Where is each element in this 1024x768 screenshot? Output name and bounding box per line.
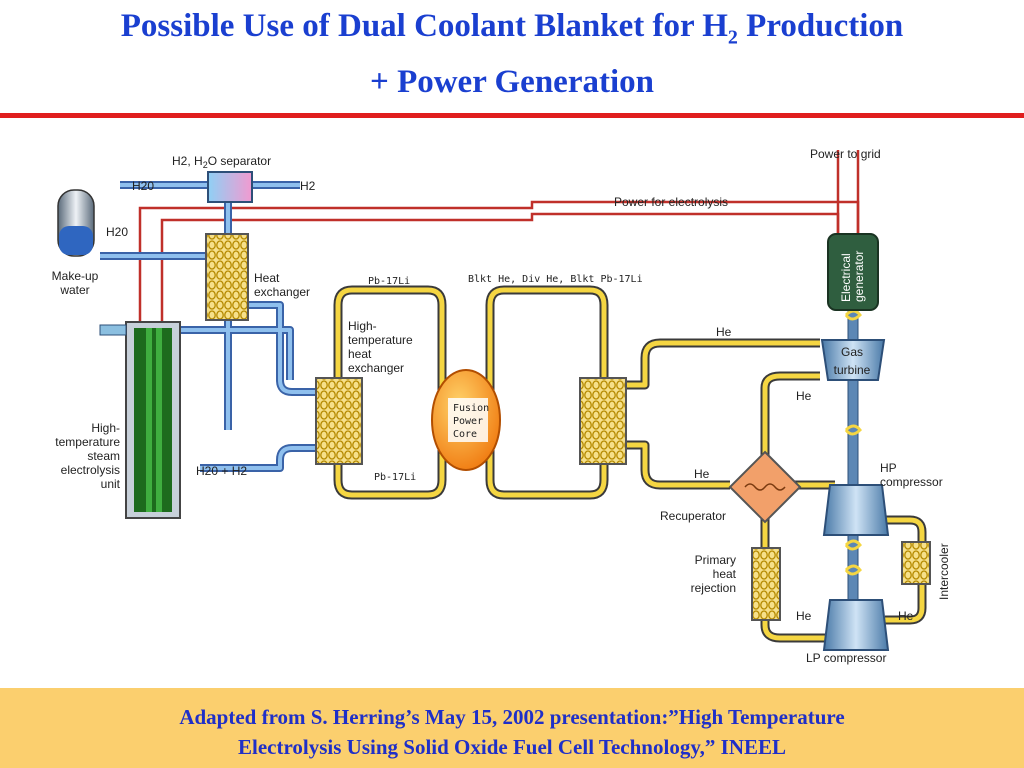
power-to-grid-label: Power to grid — [810, 147, 881, 161]
primary-heat-rejection-exchanger — [751, 547, 781, 621]
title-line-1: Possible Use of Dual Coolant Blanket for… — [0, 4, 1024, 60]
makeup-water-tank — [57, 189, 95, 257]
title-line-2: + Power Generation — [370, 63, 654, 100]
citation-banner — [0, 688, 1024, 768]
title-text-suffix: Production — [737, 8, 904, 44]
slide-title: Possible Use of Dual Coolant Blanket for… — [0, 4, 1024, 104]
heat-exchanger — [205, 233, 249, 321]
intercooler-label: Intercooler — [937, 543, 951, 600]
he-label-1: He — [716, 325, 732, 339]
hp-compressor — [822, 484, 890, 536]
h2-outlet-label: H2 — [300, 179, 316, 193]
he-heat-exchanger — [579, 377, 627, 465]
lp-compressor-label: LP compressor — [806, 651, 886, 665]
title-subscript: 2 — [727, 26, 738, 49]
citation-text: Adapted from S. Herring’s May 15, 2002 p… — [0, 702, 1024, 762]
citation-line-1: Adapted from S. Herring’s May 15, 2002 p… — [179, 705, 845, 729]
electrical-generator-label: Electricalgenerator — [839, 251, 866, 302]
h2o-tank-label: H20 — [106, 225, 128, 239]
gas-turbine — [820, 339, 886, 381]
he-label-4: He — [796, 609, 812, 623]
separator-label: H2, H2O separator — [172, 154, 271, 170]
he-label-2: He — [796, 389, 812, 403]
lp-compressor — [822, 599, 890, 651]
pb17li-top-label: Pb-17Li — [368, 276, 410, 287]
title-divider — [0, 113, 1024, 118]
pb17li-bottom-label: Pb-17Li — [374, 472, 416, 483]
electrical-generator — [827, 233, 879, 311]
intercooler-exchanger — [901, 541, 931, 585]
turbine-shaft — [844, 309, 862, 651]
h2o-outlet-label: H20 — [132, 179, 154, 193]
he-label-3: He — [694, 467, 710, 481]
h2-h2o-separator — [207, 171, 253, 203]
high-temperature-heat-exchanger — [315, 377, 363, 465]
citation-line-2: Electrolysis Using Solid Oxide Fuel Cell… — [237, 735, 787, 759]
he-label-5: He — [898, 609, 914, 623]
power-for-electrolysis-label: Power for electrolysis — [614, 195, 728, 209]
title-text: Possible Use of Dual Coolant Blanket for… — [120, 8, 728, 44]
blanket-coolant-label: Blkt He, Div He, Blkt Pb-17Li — [468, 274, 643, 285]
power-lines — [138, 150, 860, 362]
electrolysis-unit — [99, 321, 181, 519]
h2o-h2-label: H20 + H2 — [196, 464, 247, 478]
recuperator-label: Recuperator — [660, 509, 726, 523]
